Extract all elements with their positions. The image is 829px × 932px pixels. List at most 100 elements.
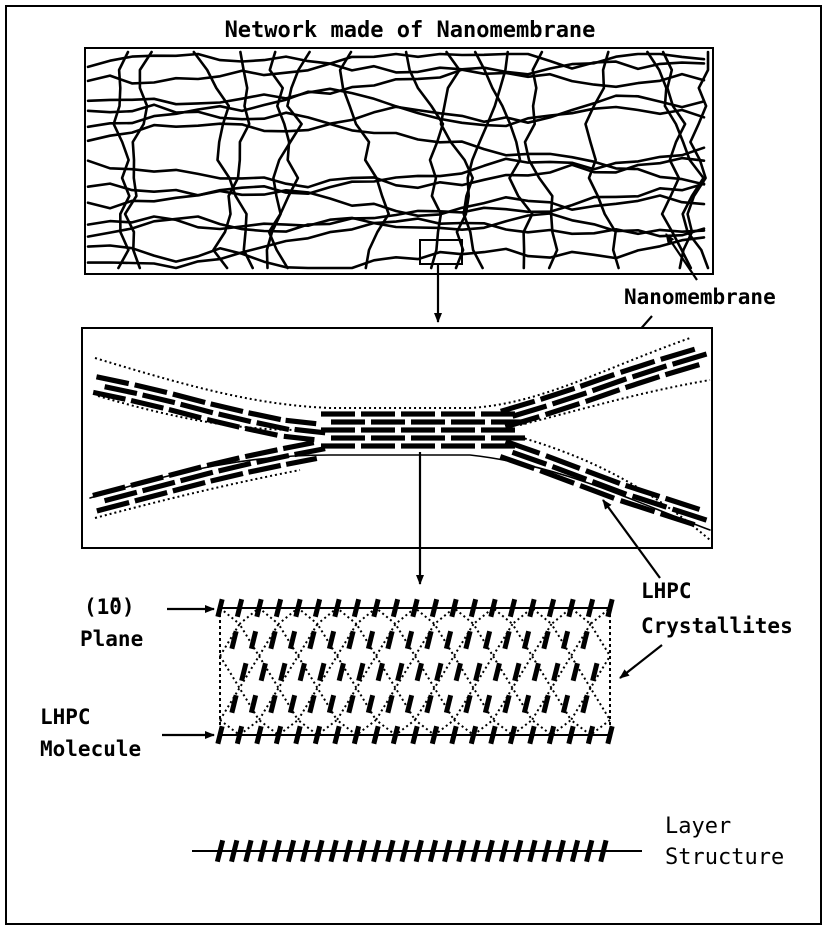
network-fiber: [454, 50, 509, 270]
crystallite-bar: [491, 435, 525, 441]
crystallite-bar: [671, 506, 708, 523]
lhpc-molecule: [473, 662, 483, 682]
crystallite-bar: [371, 435, 405, 441]
lhpc-molecule: [268, 630, 278, 650]
network-panel: [84, 47, 714, 275]
lhpc-molecule: [541, 694, 551, 714]
layer-molecule: [513, 839, 524, 863]
crystallite-bar: [491, 419, 525, 425]
crystallites-label-line1: LHPC: [641, 579, 692, 603]
lhpc-molecule: [278, 662, 288, 682]
crystallite-bar: [619, 358, 656, 375]
crystallite-bar: [499, 454, 536, 471]
lattice-mesh: [219, 606, 611, 626]
lhpc-molecule: [605, 598, 615, 618]
crystallite-bar: [624, 482, 661, 499]
lhpc-molecule: [468, 598, 479, 618]
crystallite-bar: [104, 384, 138, 397]
crystallite-bar: [141, 392, 176, 406]
crystallite-bar: [671, 351, 708, 367]
membrane-outline: [97, 395, 301, 431]
network-fiber: [86, 122, 706, 186]
crystallite-bar: [331, 419, 365, 425]
layer-molecule: [342, 839, 353, 863]
crystallite-bar: [361, 427, 395, 433]
lattice-mesh: [219, 622, 611, 658]
crystallite-bar: [95, 374, 130, 387]
crystallite-bar: [168, 406, 202, 421]
network-fiber: [660, 50, 693, 270]
crystallites-label-line2: Crystallites: [641, 614, 793, 638]
lhpc-molecule: [410, 725, 420, 745]
crystallite-bar: [664, 495, 701, 512]
lhpc-molecule: [590, 662, 600, 682]
crystallite-bar: [92, 389, 126, 402]
crystallite-bar: [321, 411, 355, 417]
crystallite-bar: [631, 363, 668, 380]
zoom-box: [419, 239, 463, 265]
lhpc-molecule: [512, 662, 522, 682]
lhpc-molecule: [258, 662, 268, 682]
lhpc-molecule: [254, 725, 264, 745]
lhpc-molecule: [507, 598, 518, 618]
crystallite-bar: [504, 438, 541, 456]
crystallite-bar: [172, 479, 206, 494]
crystallite-bar: [584, 468, 621, 486]
lhpc-molecule: [385, 694, 395, 714]
crystallite-bar: [206, 416, 240, 430]
crystallite-bar: [244, 425, 278, 438]
crystallite-bar: [551, 464, 588, 482]
outer-frame: [5, 5, 822, 925]
lhpc-molecule: [395, 662, 405, 682]
network-fiber: [267, 50, 300, 270]
crystallite-bar: [584, 387, 621, 405]
plane-label-line1: (1̄0): [84, 595, 135, 619]
crystallite-bar: [92, 484, 126, 499]
lhpc-molecule: [488, 725, 498, 745]
lhpc-molecule: [273, 725, 284, 745]
molecule-label-line2: Molecule: [40, 737, 141, 761]
lhpc-molecule: [312, 725, 323, 745]
network-fiber: [112, 50, 131, 270]
lhpc-molecule: [385, 630, 395, 650]
layer-molecule: [214, 839, 226, 863]
crystallite-bar: [134, 382, 168, 396]
lhpc-molecule: [307, 630, 317, 650]
membrane-junction: [89, 337, 711, 541]
layer-molecule: [442, 839, 453, 863]
crystallite-bar: [411, 435, 445, 441]
crystallite-bar: [217, 460, 252, 474]
layer-molecule: [328, 839, 339, 863]
crystallite-bar: [481, 411, 515, 417]
lhpc-molecule: [488, 598, 498, 618]
lhpc-molecule: [566, 598, 576, 618]
lhpc-molecule: [546, 725, 557, 745]
lhpc-molecule: [297, 662, 307, 682]
network-fiber: [123, 50, 153, 270]
crystallite-bar: [217, 411, 252, 425]
lhpc-molecule: [468, 725, 479, 745]
network-fiber: [584, 50, 620, 270]
lhpc-molecule: [429, 598, 440, 618]
layer-molecule: [356, 839, 368, 863]
lhpc-molecule: [268, 694, 278, 714]
layer-molecule: [257, 839, 268, 863]
lattice-mesh: [219, 654, 611, 690]
lhpc-molecule: [293, 725, 303, 745]
crystallite-bar: [441, 427, 475, 433]
crystallite-bar: [321, 427, 355, 433]
layer-molecule: [243, 839, 254, 863]
crystallite-bar: [511, 403, 548, 419]
crystallite-bar: [499, 398, 536, 414]
network-fiber: [86, 146, 706, 197]
membrane-outline: [94, 469, 301, 519]
crystallite-bar: [130, 397, 164, 411]
crystallite-bar: [481, 443, 515, 449]
crystallite-bar: [96, 499, 130, 514]
lhpc-molecule: [229, 630, 239, 650]
lhpc-molecule: [546, 598, 557, 618]
crystallite-lattice: [215, 598, 615, 745]
lhpc-molecule: [332, 725, 342, 745]
crystallite-bar: [544, 401, 581, 418]
lhpc-molecule: [585, 725, 596, 745]
